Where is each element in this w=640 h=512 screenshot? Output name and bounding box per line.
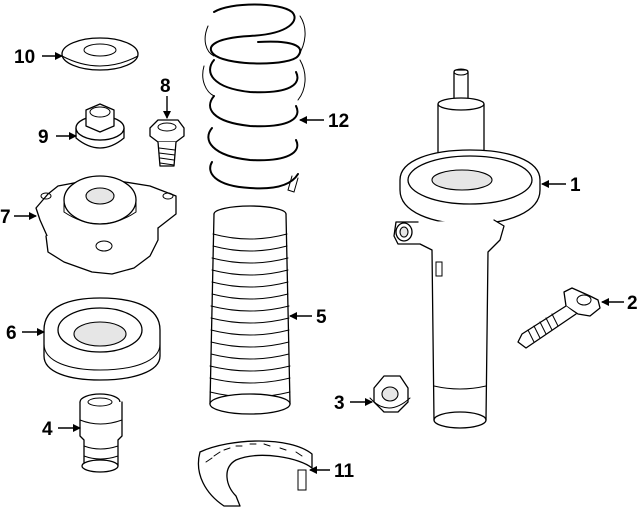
part-12-coil-spring: [202, 3, 306, 193]
part-8-bolt: [149, 119, 185, 167]
part-4-bump-stop: [79, 393, 123, 473]
callout-2: 2: [627, 293, 638, 314]
part-7-strut-mount: [35, 175, 177, 275]
callout-8: 8: [160, 76, 171, 97]
part-3-flange-nut: [369, 375, 411, 413]
callout-4: 4: [42, 419, 53, 440]
callout-6: 6: [6, 323, 17, 344]
part-10-washer: [61, 37, 139, 71]
callout-1: 1: [570, 175, 581, 196]
part-6-spring-seat: [43, 297, 161, 381]
callout-5: 5: [316, 307, 327, 328]
part-9-nut: [75, 103, 125, 149]
leader-lines: [14, 52, 624, 474]
part-1-strut-assembly: [393, 68, 541, 429]
part-11-retainer-clip: [197, 440, 313, 507]
callout-9: 9: [38, 127, 49, 148]
part-5-dust-boot: [209, 205, 291, 415]
callout-10: 10: [14, 47, 35, 68]
callout-3: 3: [334, 393, 345, 414]
callout-labels: 10 8 9 7 6 4 12 5 11 3 1 2: [0, 47, 638, 482]
callout-12: 12: [328, 111, 349, 132]
callout-11: 11: [334, 461, 355, 482]
callout-7: 7: [0, 207, 11, 228]
part-2-bolt: [517, 287, 601, 349]
